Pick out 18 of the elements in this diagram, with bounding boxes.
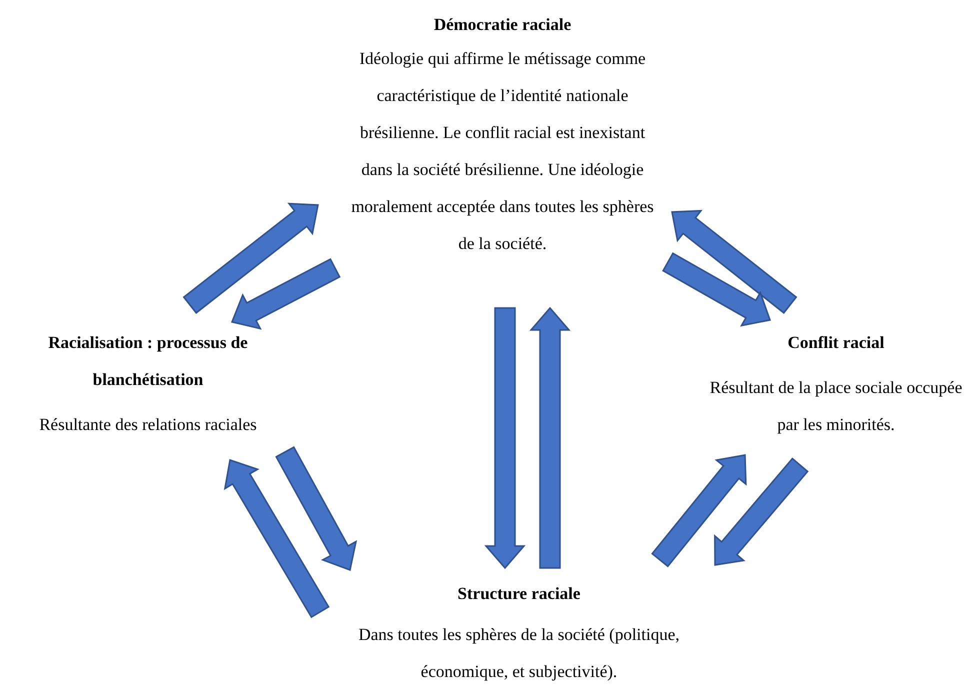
node-description: Idéologie qui affirme le métissage comme caractéristique de l’identité nationale brésilienne. Le conflit racial est inexistant dans la société brésilienne. Une idéologie moralement acceptée dans toutes les sphères de la société.	[350, 48, 655, 255]
node-description: Résultant de la place sociale occupée par les minorités.	[708, 377, 964, 436]
block-arrow	[182, 202, 319, 314]
node-title: Racialisation : processus de blanchétisation	[47, 332, 249, 391]
node-description: Résultante des relations raciales	[38, 414, 258, 436]
block-arrow	[651, 454, 747, 568]
block-arrow	[484, 307, 526, 570]
node-title: Démocratie raciale	[432, 14, 572, 36]
block-arrow	[714, 457, 809, 566]
node-description: Dans toutes les sphères de la société (politique, économique, et subjectivité).	[357, 624, 681, 683]
node-title: Conflit racial	[786, 332, 886, 354]
block-arrow	[529, 306, 571, 569]
node-title: Structure raciale	[456, 583, 582, 605]
block-arrow	[230, 258, 341, 330]
block-arrow	[224, 459, 330, 618]
block-arrow	[275, 446, 358, 571]
block-arrow	[662, 252, 771, 327]
block-arrow	[671, 210, 798, 314]
